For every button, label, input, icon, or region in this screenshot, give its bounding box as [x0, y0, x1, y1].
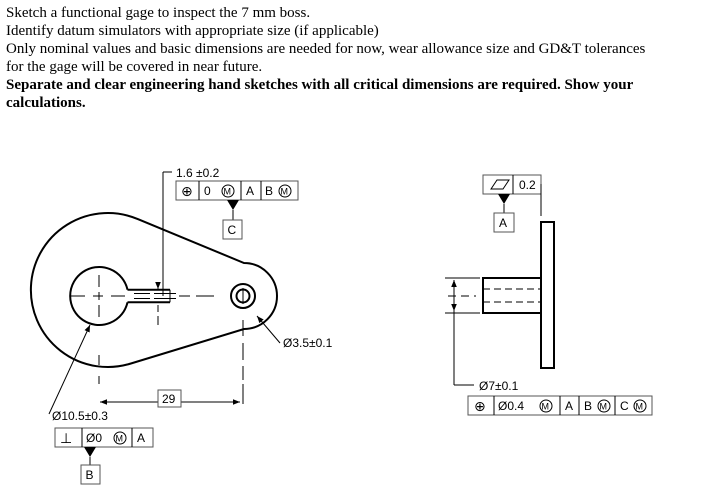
boss-fcf-datum-c-mmc: M: [636, 402, 644, 412]
instruction-line-3a: Only nominal values and basic dimensions…: [6, 41, 646, 57]
boss-fcf-datum-a: A: [565, 399, 573, 413]
small-hole-dim: Ø3.5±0.1: [283, 336, 333, 350]
slot-fcf-datum-a: A: [246, 184, 254, 198]
boss-dim: Ø7±0.1: [479, 379, 519, 393]
slot-fcf-tol: 0: [204, 184, 211, 198]
slot-width-dim: 1.6 ±0.2: [176, 166, 220, 180]
front-view: 1.6 ±0.2 ⊕ 0 M A B M C: [29, 166, 333, 485]
slot-fcf: ⊕ 0 M A B M: [175, 180, 299, 201]
basic-distance-dim: 29: [162, 392, 176, 406]
datum-b-feature: B: [80, 447, 101, 485]
boss-fcf-datum-c: C: [620, 399, 629, 413]
datum-a: A: [499, 216, 507, 230]
bore-dim: Ø10.5±0.3: [52, 409, 108, 423]
bore-fcf-datum-a: A: [137, 431, 145, 445]
bore-fcf: ⊥ Ø0 M A: [54, 427, 154, 448]
perpendicularity-symbol: ⊥: [60, 430, 72, 446]
small-hole-outer-ring: [230, 283, 256, 309]
problem-statement: Sketch a functional gage to inspect the …: [6, 4, 704, 112]
instruction-line-3b: for the gage will be covered in near fut…: [6, 59, 263, 75]
datum-c-feature: C: [222, 200, 243, 240]
boss-fcf-datum-b-mmc: M: [600, 402, 608, 412]
instruction-bold-a: Separate and clear engineering hand sket…: [6, 77, 634, 93]
side-view: ▱ 0.2 A Ø7±0.1: [445, 174, 653, 416]
boss-fcf-tol: Ø0.4: [498, 399, 524, 413]
boss-fcf-mmc: M: [542, 402, 550, 412]
boss: [482, 277, 542, 314]
instruction-line-2: Identify datum simulators with appropria…: [6, 23, 379, 39]
datum-a-feature: A: [493, 194, 515, 233]
bore-fcf-mmc: M: [116, 434, 124, 444]
boss-fcf: ⊕ Ø0.4 M A B M C M: [467, 395, 653, 416]
position-symbol: ⊕: [181, 183, 193, 199]
boss-fcf-datum-b: B: [584, 399, 592, 413]
slot-fcf-mmc: M: [224, 187, 232, 197]
instruction-line-1: Sketch a functional gage to inspect the …: [6, 5, 311, 21]
instruction-bold-b: calculations.: [6, 95, 86, 111]
boss-position-symbol: ⊕: [474, 398, 486, 414]
flatness-fcf: ▱ 0.2: [482, 174, 542, 195]
slot-fcf-datum-b: B: [265, 184, 273, 198]
datum-b: B: [86, 468, 94, 482]
part-outline: [29, 212, 278, 369]
datum-c: C: [228, 223, 237, 237]
flatness-tol: 0.2: [519, 178, 536, 192]
bore-fcf-tol: Ø0: [86, 431, 102, 445]
slot-fcf-datum-b-mmc: M: [281, 187, 289, 197]
flange: [540, 221, 555, 369]
